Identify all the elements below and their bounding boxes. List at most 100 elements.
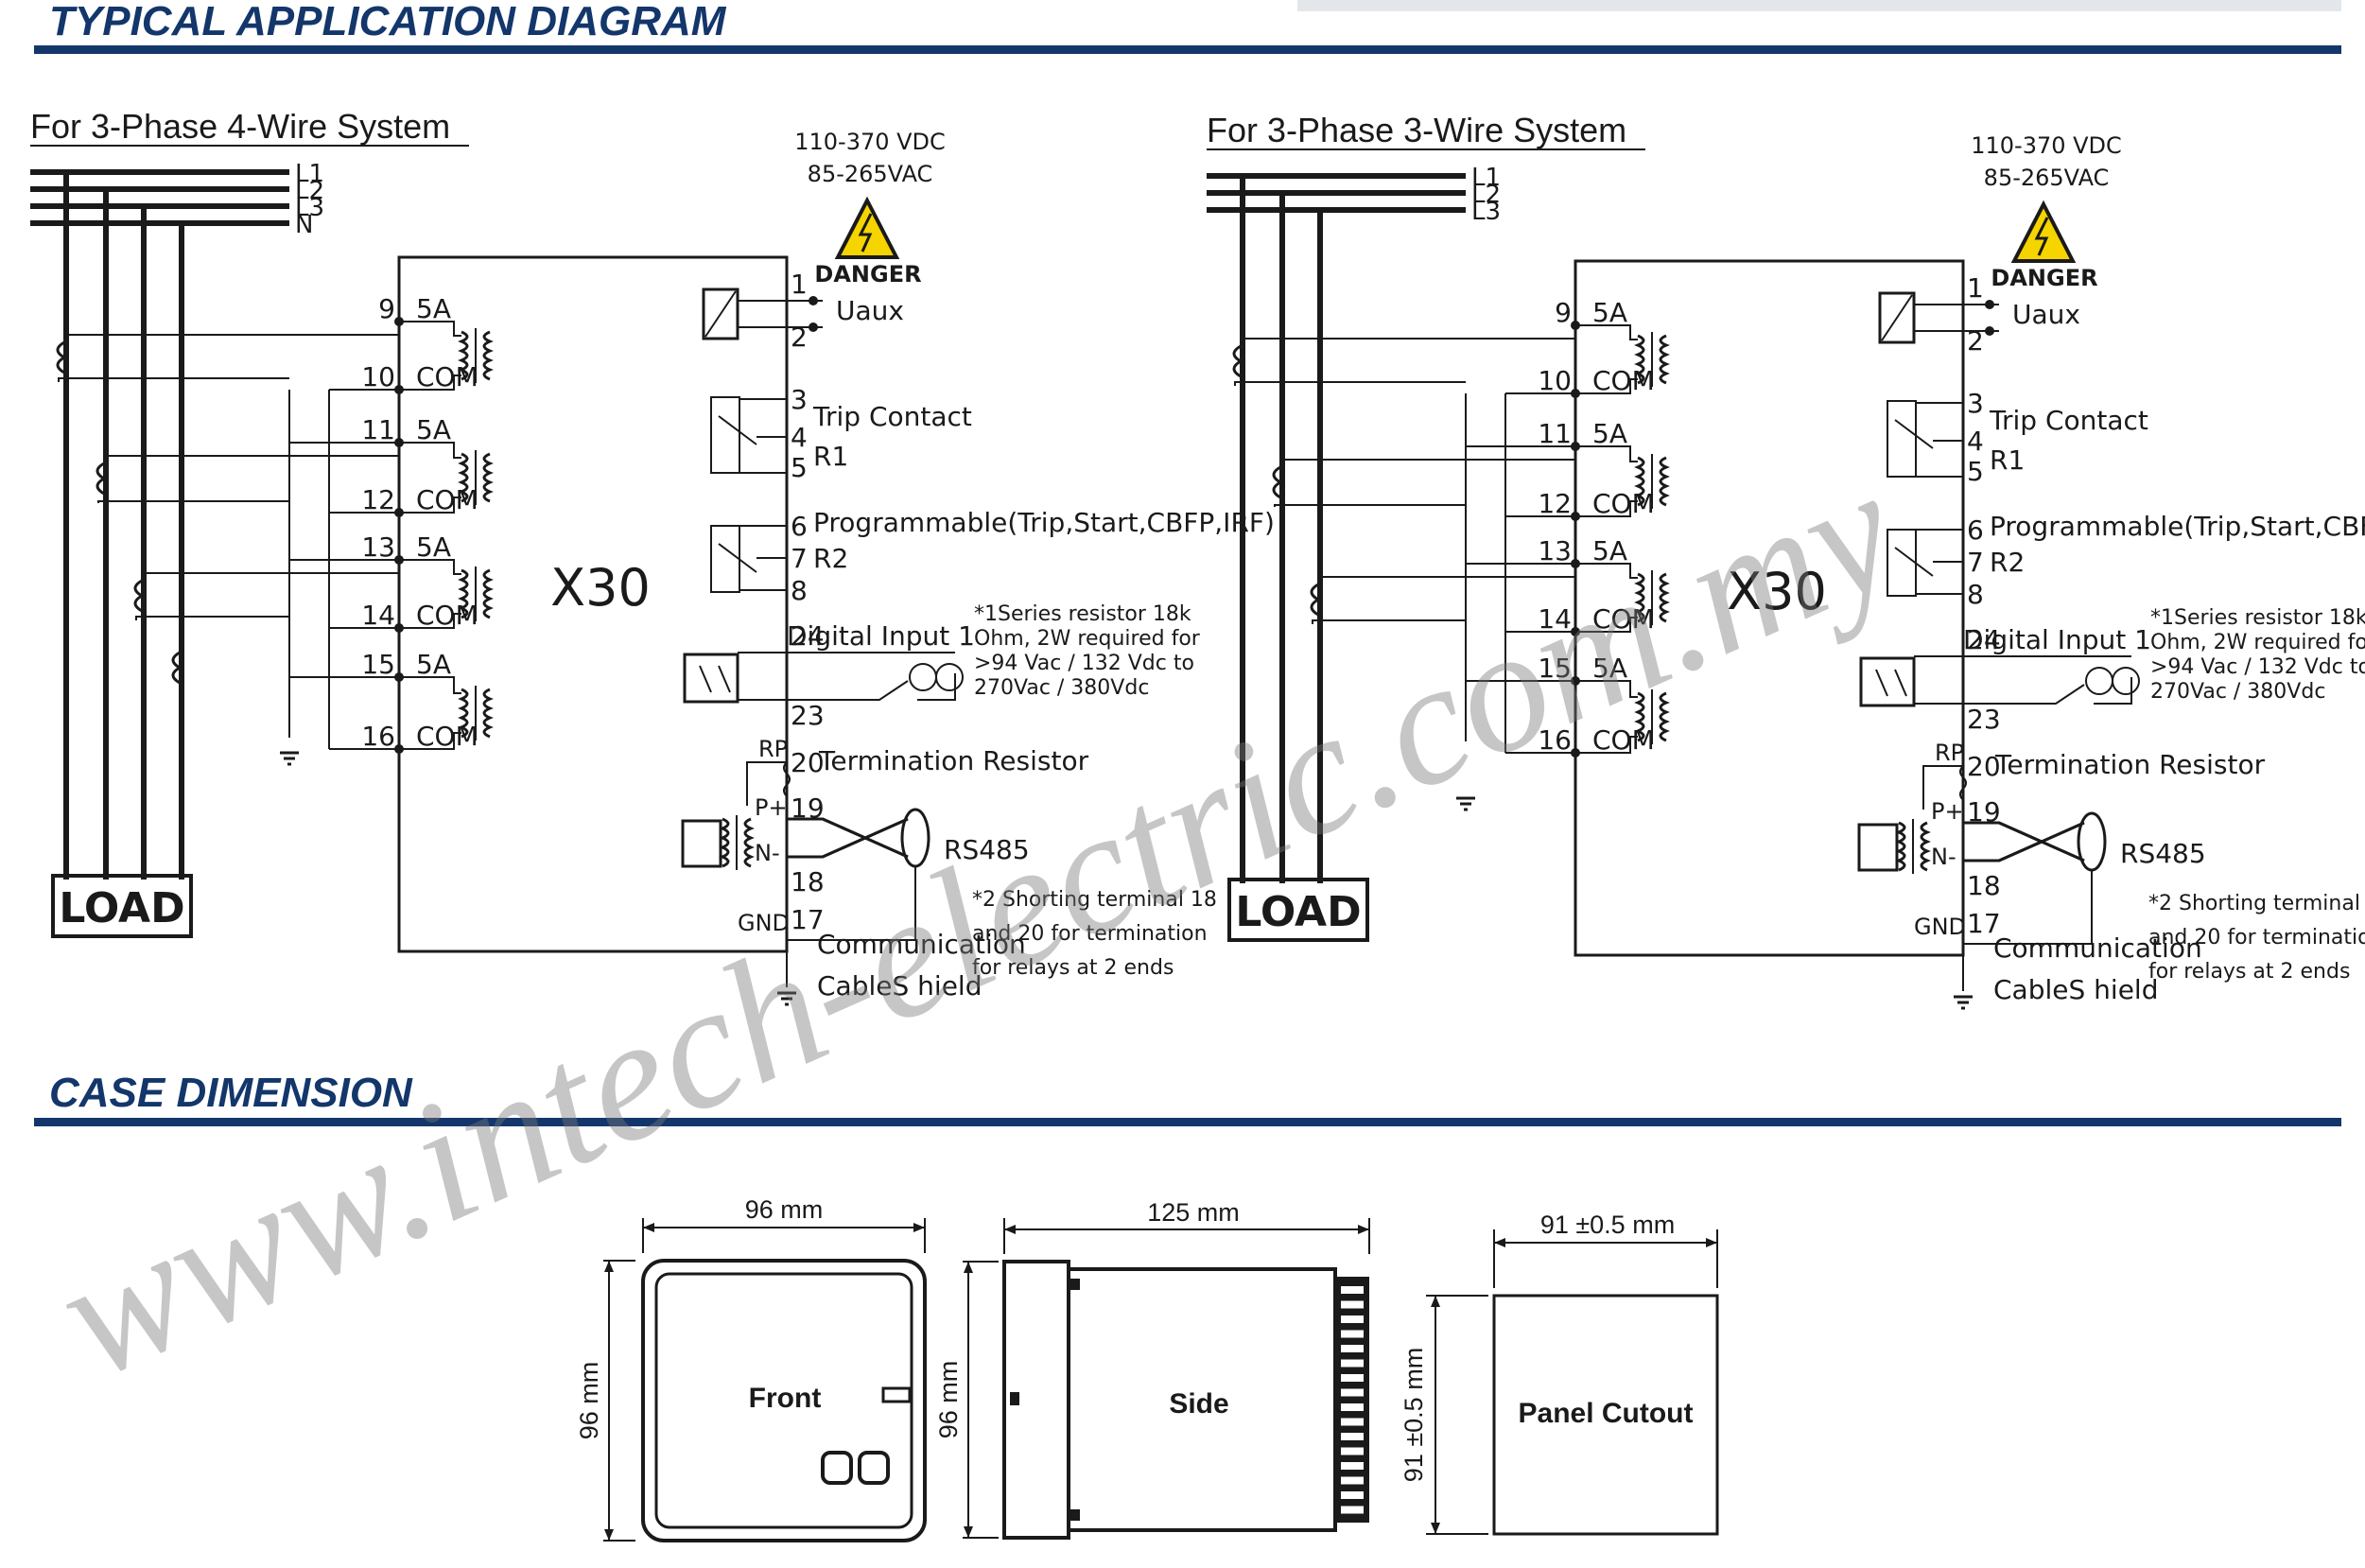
terminal-number-17: 17 xyxy=(791,904,825,935)
cutout-height-label: 91 ±0.5 mm xyxy=(1400,1348,1428,1482)
p-plus-label: P+ xyxy=(755,794,788,821)
terminal-tooth xyxy=(1341,1447,1364,1455)
resistor-note-line: *1Series resistor 18k xyxy=(2150,606,2365,630)
diagram-title: For 3-Phase 4-Wire System xyxy=(30,107,450,146)
supply-voltage-dc: 110-370 VDC xyxy=(1971,132,2122,159)
termination-note-line: for relays at 2 ends xyxy=(2148,960,2350,984)
side-terminal-block xyxy=(1335,1277,1369,1523)
relay-r2-label: R2 xyxy=(813,543,848,574)
section-rule-application xyxy=(34,45,2341,54)
terminal-number-3: 3 xyxy=(791,384,808,415)
line-label-l3: L3 xyxy=(295,194,324,222)
terminal-number-8: 8 xyxy=(1967,579,1984,610)
supply-voltage-ac: 85-265VAC xyxy=(808,161,933,187)
terminal-tooth xyxy=(1341,1403,1364,1411)
terminal-number-4: 4 xyxy=(791,422,808,453)
digital-input-label: Digital Input 1 xyxy=(1963,624,2151,655)
communication-cable-label: Communication xyxy=(817,929,1026,960)
rp-label: RP xyxy=(1935,740,1964,766)
isolation-transformer-icon xyxy=(721,813,753,872)
rs485-driver-icon xyxy=(1857,823,1899,872)
resistor-note-line: Ohm, 2W required for xyxy=(2150,631,2365,654)
ct-terminal-number: 13 xyxy=(1538,535,1572,566)
terminal-number-5: 5 xyxy=(791,452,808,483)
input-coil-icon xyxy=(2085,667,2113,695)
ct-terminal-number: 14 xyxy=(1538,603,1572,635)
ct-coil-icon xyxy=(460,565,492,623)
wiring-diagram-4-wire: For 3-Phase 4-Wire SystemL1L2L3NLOADX309… xyxy=(30,107,1275,1006)
terminal-tooth xyxy=(1341,1374,1364,1382)
rs485-label: RS485 xyxy=(2120,838,2206,869)
cable-shield-icon xyxy=(2077,811,2107,872)
trip-contact-label: Trip Contact xyxy=(1989,405,2148,436)
supply-voltage-dc: 110-370 VDC xyxy=(794,129,946,155)
ct-terminal-label: COM xyxy=(416,600,478,631)
ct-terminal-label: COM xyxy=(1592,365,1655,396)
front-indicator xyxy=(881,1386,912,1403)
terminal-number-20: 20 xyxy=(791,747,825,778)
current-transformer-icon xyxy=(1310,583,1320,617)
termination-note-line: and 20 for termination xyxy=(2148,926,2365,950)
diagram-title: For 3-Phase 3-Wire System xyxy=(1207,111,1626,149)
power-supply-icon xyxy=(702,287,739,340)
terminal-number-23: 23 xyxy=(1967,704,2001,735)
ct-terminal-label: COM xyxy=(416,484,478,515)
termination-resistor-label: Termination Resistor xyxy=(818,745,1089,776)
ct-terminal-label: 5A xyxy=(1592,297,1627,328)
line-label-l1: L1 xyxy=(295,160,324,188)
terminal-number-3: 3 xyxy=(1967,388,1984,419)
terminal-number-18: 18 xyxy=(791,866,825,897)
ct-coil-icon xyxy=(460,684,492,742)
ct-terminal-number: 15 xyxy=(1538,653,1572,684)
front-width-label: 96 mm xyxy=(745,1195,824,1224)
terminal-tooth xyxy=(1341,1462,1364,1470)
front-button-right xyxy=(858,1451,890,1485)
ct-terminal-number: 12 xyxy=(1538,488,1572,519)
n-minus-label: N- xyxy=(1931,844,1956,870)
trip-contact-label: Trip Contact xyxy=(812,401,972,432)
power-supply-icon xyxy=(1878,291,1916,344)
input-coil-icon xyxy=(935,663,964,691)
device-box xyxy=(397,255,789,953)
ct-terminal-label: 5A xyxy=(1592,653,1627,684)
resistor-note-line: 270Vac / 380Vdc xyxy=(974,676,1149,700)
terminal-number-5: 5 xyxy=(1967,456,1984,487)
terminal-number-24: 24 xyxy=(791,620,825,652)
terminal-number-7: 7 xyxy=(1967,547,1984,578)
optocoupler-icon xyxy=(683,653,739,704)
terminal-number-8: 8 xyxy=(791,575,808,606)
p-plus-label: P+ xyxy=(1931,798,1964,825)
current-transformer-icon xyxy=(1272,465,1282,499)
terminal-tooth xyxy=(1341,1476,1364,1485)
ct-terminal-label: 5A xyxy=(416,531,451,563)
ct-coil-icon xyxy=(1636,452,1668,511)
front-label: Front xyxy=(749,1383,822,1414)
case-side-view: Side 125 mm 96 mm xyxy=(934,1198,1370,1540)
resistor-note-line: >94 Vac / 132 Vdc to xyxy=(2150,655,2365,679)
terminal-number-1: 1 xyxy=(791,269,808,300)
line-label-l1: L1 xyxy=(1471,164,1501,192)
relay-r1-label: R1 xyxy=(1990,444,2025,476)
current-transformer-icon xyxy=(1232,344,1243,378)
case-panel-cutout: Panel Cutout 91 ±0.5 mm 91 ±0.5 mm xyxy=(1400,1211,1719,1536)
terminal-number-6: 6 xyxy=(791,511,808,542)
section-heading-application: TYPICAL APPLICATION DIAGRAM xyxy=(49,0,727,44)
danger-warning-icon xyxy=(2010,200,2077,263)
terminal-tooth xyxy=(1341,1330,1364,1338)
terminal-number-20: 20 xyxy=(1967,751,2001,782)
programmable-relay-label: Programmable(Trip,Start,CBFP,IRF) xyxy=(813,507,1275,538)
terminal-number-2: 2 xyxy=(1967,325,1984,357)
watermark: www.intech-electric.com.my xyxy=(31,430,1923,1416)
device-label: X30 xyxy=(550,558,651,618)
rs485-driver-icon xyxy=(681,819,722,868)
current-transformer-icon xyxy=(56,340,66,375)
header-strip xyxy=(1297,0,2341,11)
terminal-number-1: 1 xyxy=(1967,272,1984,304)
communication-cable-label: Communication xyxy=(1993,932,2202,964)
supply-voltage-ac: 85-265VAC xyxy=(1984,165,2110,191)
terminal-tooth xyxy=(1341,1359,1364,1368)
ct-terminal-label: 5A xyxy=(416,649,451,680)
ct-terminal-label: COM xyxy=(1592,724,1655,756)
